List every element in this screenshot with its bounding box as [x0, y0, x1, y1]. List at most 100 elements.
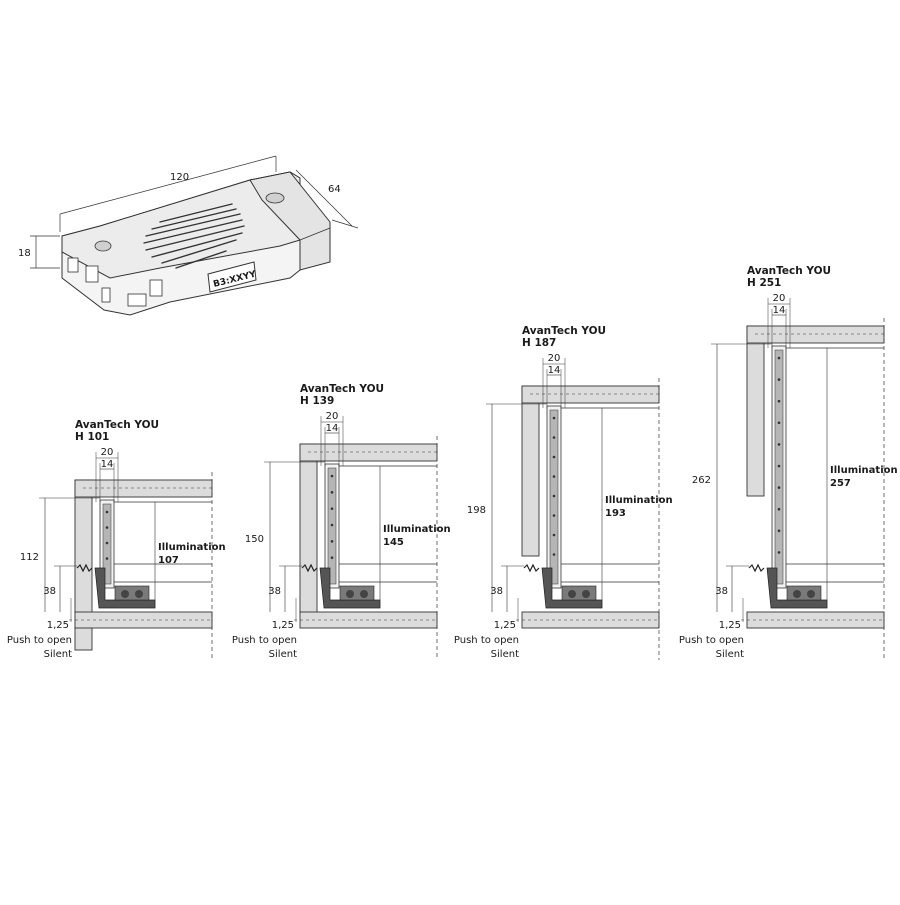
profile-dot: [330, 507, 334, 510]
silent-note: Silent: [491, 649, 519, 660]
module-dimensions: [30, 155, 359, 269]
screw: [748, 563, 765, 573]
profile-dot: [330, 556, 334, 559]
led-module: B3:XXYY: [61, 171, 331, 316]
height-dimension: 262: [692, 475, 711, 486]
profile-dot: [105, 541, 109, 545]
base-dimension: 38: [715, 586, 728, 597]
cabinet-top-panel: [74, 479, 213, 498]
vent-slots: [143, 203, 245, 269]
width-outer-dimension: 20: [326, 411, 339, 422]
drawer-title: AvanTech YOU: [522, 325, 606, 337]
drawer-height-code: H 139: [300, 395, 334, 407]
illumination-label: Illumination: [830, 465, 898, 476]
profile-dot: [330, 491, 334, 494]
runner-wheel: [582, 590, 590, 598]
height-dimension: 112: [20, 552, 39, 563]
gap-dimension: 1,25: [719, 620, 741, 631]
runner-wheel: [135, 590, 143, 598]
width-inner-dimension: 14: [326, 423, 339, 434]
base-dimension: 38: [490, 586, 503, 597]
illumination-value: 193: [605, 508, 626, 519]
push-to-open-note: Push to open: [232, 635, 297, 646]
base-dimension: 38: [43, 586, 56, 597]
cabinet-top-panel: [299, 443, 438, 462]
profile-dot: [777, 464, 781, 468]
profile-dot: [552, 533, 556, 537]
cabinet-side-panel: [299, 443, 318, 615]
height-dimension: 198: [467, 505, 486, 516]
module-length: 120: [170, 172, 189, 183]
module-depth: 64: [328, 184, 341, 195]
drawer-title: AvanTech YOU: [300, 383, 384, 395]
profile-dot: [105, 510, 109, 514]
runner-wheel: [346, 590, 354, 598]
silent-note: Silent: [716, 649, 744, 660]
profile-dot: [777, 551, 781, 554]
gap-dimension: 1,25: [47, 620, 69, 631]
profile-dot: [777, 356, 781, 360]
drawer-height-code: H 187: [522, 337, 556, 349]
profile-dot: [777, 378, 781, 381]
illumination-value: 257: [830, 478, 851, 489]
drawer-title: AvanTech YOU: [747, 265, 831, 277]
illumination-label: Illumination: [605, 495, 673, 506]
illumination-value: 107: [158, 555, 179, 566]
runner-carriage: [114, 585, 150, 601]
runner-carriage: [786, 585, 822, 601]
profile-dot: [777, 507, 781, 511]
cabinet-side-panel: [521, 385, 540, 557]
silent-note: Silent: [44, 649, 72, 660]
width-inner-dimension: 14: [101, 459, 114, 470]
width-inner-dimension: 14: [773, 305, 786, 316]
profile-dot: [777, 529, 781, 533]
runner-wheel: [807, 590, 815, 598]
drawer-title: AvanTech YOU: [75, 419, 159, 431]
profile-dot: [552, 436, 556, 439]
runner-carriage: [561, 585, 597, 601]
drawer-height-code: H 251: [747, 277, 781, 289]
cabinet-top-panel: [746, 325, 885, 344]
profile-dot: [777, 486, 781, 489]
silent-note: Silent: [269, 649, 297, 660]
profile-dot: [330, 474, 334, 478]
push-to-open-note: Push to open: [679, 635, 744, 646]
illumination-label: Illumination: [383, 524, 451, 535]
module-height: 18: [18, 248, 31, 259]
profile-dot: [777, 443, 781, 446]
width-inner-dimension: 14: [548, 365, 561, 376]
profile-dot: [552, 416, 556, 420]
profile-dot: [105, 526, 109, 529]
profile-dot: [777, 421, 781, 425]
width-outer-dimension: 20: [101, 447, 114, 458]
runner-wheel: [793, 590, 801, 598]
profile-dot: [105, 557, 109, 560]
push-to-open-note: Push to open: [7, 635, 72, 646]
runner-wheel: [360, 590, 368, 598]
profile-dot: [552, 455, 556, 459]
profile-dot: [552, 553, 556, 556]
screw: [76, 563, 93, 573]
profile-dot: [777, 399, 781, 403]
runner-wheel: [568, 590, 576, 598]
profile-dot: [552, 514, 556, 517]
gap-dimension: 1,25: [272, 620, 294, 631]
cabinet-side-panel: [746, 325, 765, 497]
width-outer-dimension: 20: [773, 293, 786, 304]
height-dimension: 150: [245, 534, 264, 545]
drawer-height-code: H 101: [75, 431, 109, 443]
screw: [301, 563, 318, 573]
base-dimension: 38: [268, 586, 281, 597]
profile-dot: [330, 523, 334, 527]
screw: [523, 563, 540, 573]
runner-carriage: [339, 585, 375, 601]
profile-dot: [330, 540, 334, 543]
profile-dot: [552, 494, 556, 498]
